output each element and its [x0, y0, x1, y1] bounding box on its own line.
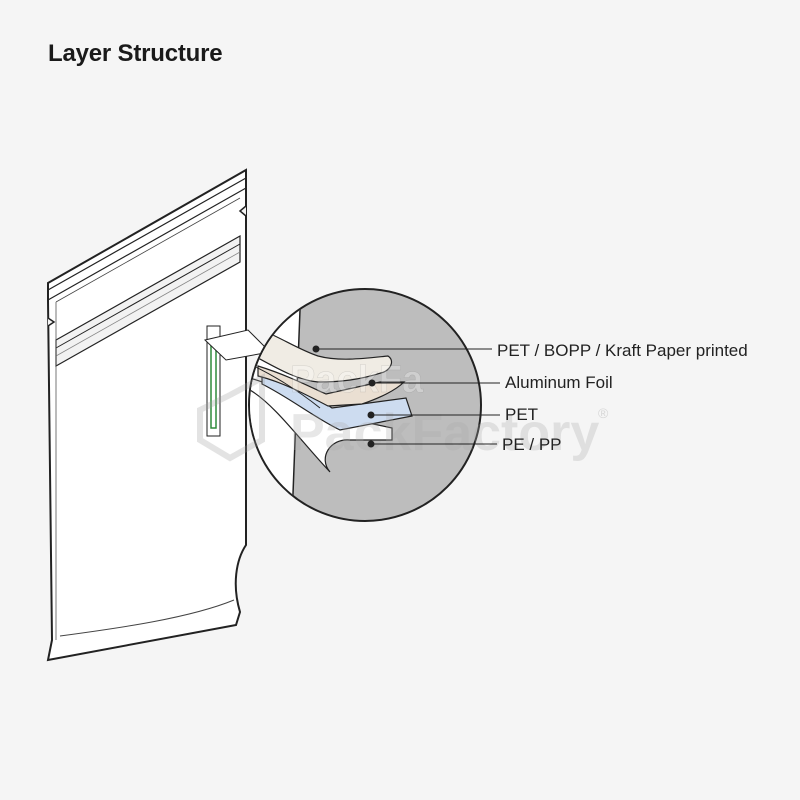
watermark-logo-icon	[197, 373, 265, 462]
tear-notch-right	[238, 205, 247, 217]
watermark-registered-mark: ®	[598, 405, 609, 421]
tear-notch-left	[47, 317, 56, 327]
watermark-line-2: PackFactory	[290, 404, 599, 462]
page-title: Layer Structure	[48, 40, 223, 67]
layer-aluminum-foil	[257, 365, 406, 407]
zipper-line-2	[55, 251, 241, 357]
layer-label-2: Aluminum Foil	[505, 373, 613, 392]
layer-pet-bopp-kraft	[257, 329, 393, 383]
top-seal-line-3	[55, 197, 241, 303]
layer-label-4: PE / PP	[502, 435, 562, 454]
top-seal-line-2	[47, 187, 247, 301]
bottom-gusset	[59, 599, 235, 637]
zipper-line-1	[55, 243, 241, 349]
top-seal-line-1	[47, 177, 247, 291]
magnifier	[248, 288, 482, 522]
layer-stack-edge	[250, 359, 321, 409]
layer-label-1: PET / BOPP / Kraft Paper printed	[497, 341, 748, 360]
pouch-body	[46, 168, 247, 662]
callouts: PET / BOPP / Kraft Paper printed Aluminu…	[312, 341, 748, 454]
watermark-line-1: PackFa	[290, 359, 424, 401]
pouch	[46, 168, 272, 662]
layer-label-3: PET	[505, 405, 538, 424]
watermark: PackFa PackFactory ®	[197, 359, 609, 462]
